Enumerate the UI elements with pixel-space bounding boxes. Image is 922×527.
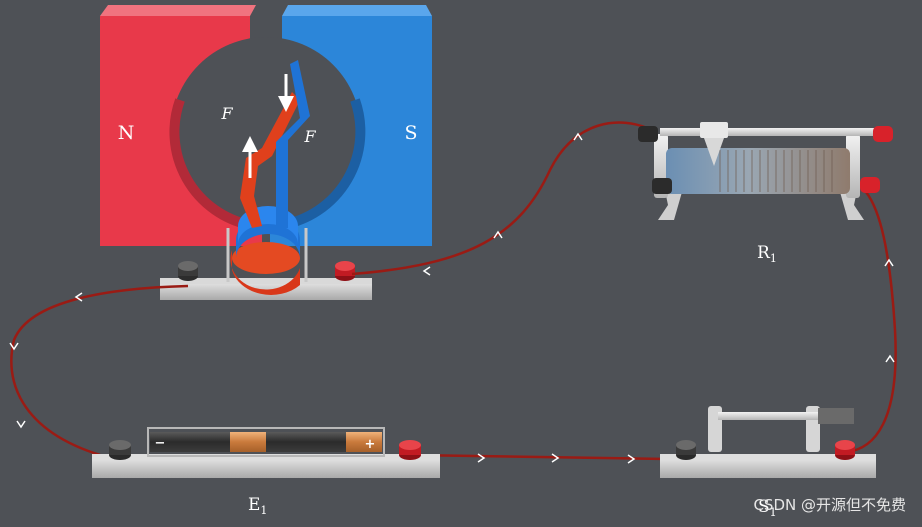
rheostat-label: R1	[757, 243, 777, 265]
circuit-wires	[10, 121, 897, 461]
battery-terminal-positive[interactable]	[399, 440, 421, 460]
south-label: S	[404, 122, 417, 144]
battery-plus-sign: +	[365, 437, 376, 452]
armature-coil: F F	[220, 60, 316, 295]
rheostat[interactable]: R1	[638, 122, 893, 265]
rheostat-terminal-top-left[interactable]	[638, 126, 658, 142]
force-arrow-up	[242, 136, 258, 178]
battery-terminal-negative[interactable]	[109, 440, 131, 460]
motor-terminal-right[interactable]	[335, 261, 355, 281]
rheostat-slider[interactable]	[700, 122, 728, 166]
switch[interactable]: S1	[660, 406, 876, 519]
battery-label: E1	[248, 495, 267, 517]
wire-switch-to-rheostat	[844, 191, 897, 454]
wire-rheostat-to-motor	[351, 121, 653, 276]
force-label-left: F	[220, 104, 233, 123]
rheostat-terminal-bottom-left[interactable]	[652, 178, 672, 194]
wire-battery-to-switch	[409, 453, 669, 461]
switch-terminal-left[interactable]	[676, 440, 696, 460]
rheostat-terminal-bottom-right[interactable]	[860, 177, 880, 193]
switch-terminal-right[interactable]	[835, 440, 855, 460]
force-arrow-down	[278, 74, 294, 112]
force-label-right: F	[303, 127, 316, 146]
current-arrows	[9, 132, 895, 464]
switch-label: S1	[758, 497, 777, 519]
north-label: N	[118, 122, 135, 144]
wire-motor-to-battery	[10, 284, 189, 457]
watermark: CSDN @开源但不免费	[753, 496, 906, 514]
horseshoe-magnet: N S	[100, 5, 432, 246]
battery-minus-sign: −	[155, 436, 166, 451]
battery[interactable]: − + E1	[92, 427, 440, 517]
motor-terminal-left[interactable]	[178, 261, 198, 281]
rheostat-terminal-top-right[interactable]	[873, 126, 893, 142]
